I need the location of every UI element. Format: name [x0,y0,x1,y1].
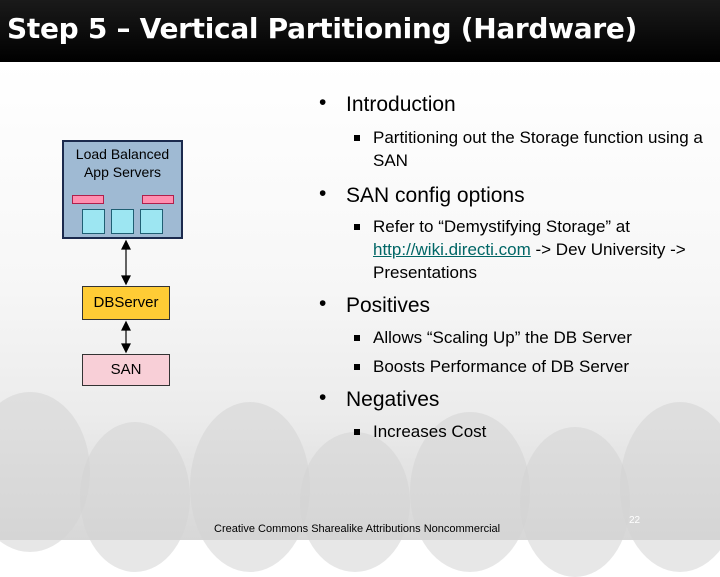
bullet-dot-icon: • [319,292,327,315]
arrow-down-icon [121,343,131,354]
bullet-text: SAN config options [346,184,525,207]
arrow-down-icon [121,275,131,286]
sub-bullet-text: -> Dev University -> Presentations [373,240,686,282]
san-box: SAN [82,354,170,386]
app-servers-label: Load Balanced App Servers [75,146,170,180]
slide-title: Step 5 – Vertical Partitioning (Hardware… [7,12,638,45]
bullet-list: • Introduction Partitioning out the Stor… [316,91,706,443]
sub-bullet-text: Increases Cost [373,422,487,441]
bullet-dot-icon: • [319,386,327,409]
sub-bullet-text: Allows “Scaling Up” the DB Server [373,328,632,347]
diagram-connectors [121,239,131,354]
bullet-san-config: • SAN config options [316,182,706,209]
app-servers-group: Load Balanced App Servers [62,140,183,239]
bullet-introduction: • Introduction [316,91,706,118]
square-bullet-icon [354,429,360,435]
load-balancer-bar [72,195,104,204]
sub-bullet: Boosts Performance of DB Server [316,355,706,378]
app-server-icon [82,209,105,234]
footer-license: Creative Commons Sharealike Attributions… [214,523,501,535]
square-bullet-icon [354,135,360,141]
bullet-dot-icon: • [319,91,327,114]
san-label: SAN [110,361,142,378]
app-server-icon [140,209,163,234]
sub-bullet: Partitioning out the Storage function us… [316,126,706,172]
bullet-positives: • Positives [316,292,706,319]
title-bar: Step 5 – Vertical Partitioning (Hardware… [0,0,720,62]
bullet-text: Negatives [346,388,440,411]
sub-bullet: Allows “Scaling Up” the DB Server [316,326,706,349]
square-bullet-icon [354,224,360,230]
square-bullet-icon [354,364,360,370]
bullet-text: Positives [346,294,431,317]
sub-bullet-text: Boosts Performance of DB Server [373,357,630,376]
sub-bullet: Refer to “Demystifying Storage” at http:… [316,215,706,284]
sub-bullet-text: Refer to “Demystifying Storage” at [373,217,630,236]
sub-bullet: Increases Cost [316,420,706,443]
arrow-up-icon [121,320,131,331]
bullet-dot-icon: • [319,182,327,205]
sub-bullet-text: Partitioning out the Storage function us… [373,128,703,170]
app-server-icon [111,209,134,234]
bullet-negatives: • Negatives [316,386,706,413]
load-balancer-bar [142,195,174,204]
bullet-text: Introduction [346,93,456,116]
wiki-link[interactable]: http://wiki.directi.com [373,240,531,259]
arrow-up-icon [121,239,131,250]
page-number: 22 [629,515,641,526]
db-server-box: DBServer [82,286,170,320]
square-bullet-icon [354,335,360,341]
db-server-label: DBServer [93,294,159,311]
